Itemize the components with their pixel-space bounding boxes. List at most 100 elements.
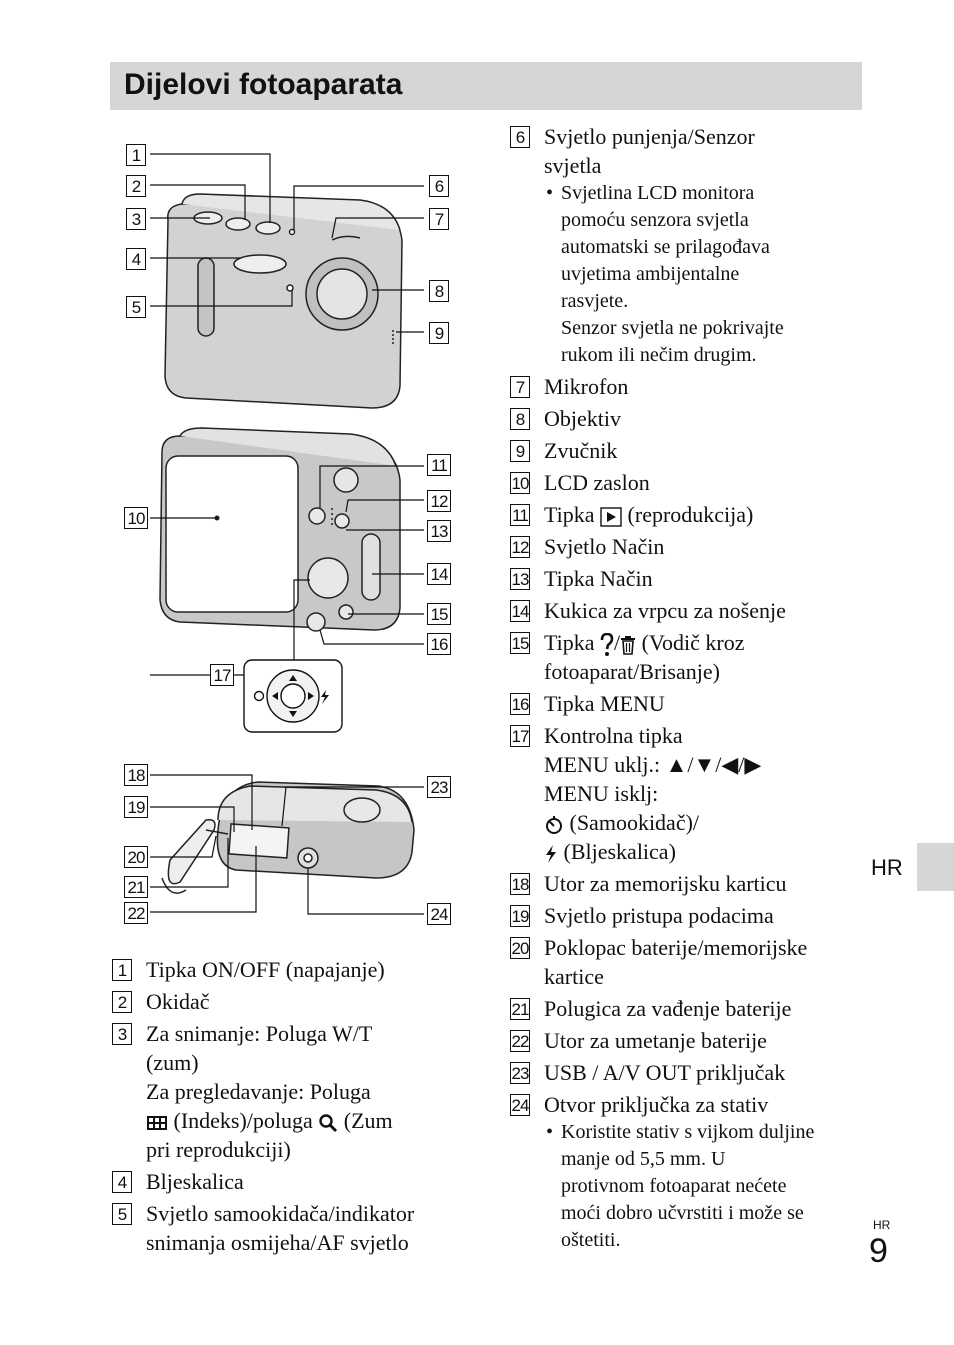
item-number: 17 — [510, 725, 530, 747]
item-text: Bljeskalica — [146, 1169, 244, 1194]
item-text: MENU uklj.: ▲/▼/◀/▶ — [544, 752, 762, 777]
diagram-label-3: 3 — [126, 208, 146, 230]
list-item: 23 USB / A/V OUT priključak — [510, 1058, 870, 1087]
item-number: 16 — [510, 693, 530, 715]
list-item: 11 Tipka (reprodukcija) — [510, 500, 870, 529]
bullet-note: Koristite stativ s vijkom duljine manje … — [544, 1119, 870, 1254]
diagram-label-21: 21 — [124, 876, 148, 898]
diagram-label-9: 9 — [429, 322, 449, 344]
item-text: Svjetlo punjenja/Senzor — [544, 124, 755, 149]
item-number: 15 — [510, 632, 530, 654]
list-item: 17 Kontrolna tipka MENU uklj.: ▲/▼/◀/▶ M… — [510, 721, 870, 866]
item-text: Tipka MENU — [544, 691, 665, 716]
item-text: Okidač — [146, 989, 210, 1014]
question-mark-icon — [600, 632, 614, 656]
language-side-tab — [917, 843, 954, 891]
item-text: (zum) — [146, 1050, 199, 1075]
item-text: Za snimanje: Poluga W/T — [146, 1021, 373, 1046]
item-text: Tipka Način — [544, 566, 653, 591]
list-item: 16 Tipka MENU — [510, 689, 870, 718]
item-number: 5 — [112, 1203, 132, 1225]
control-pad-inset — [243, 659, 343, 733]
diagram-label-22: 22 — [124, 902, 148, 924]
item-number: 20 — [510, 937, 530, 959]
self-timer-icon — [546, 815, 562, 834]
item-text: Kukica za vrpcu za nošenje — [544, 598, 786, 623]
diagram-label-12: 12 — [427, 490, 451, 512]
item-number: 8 — [510, 408, 530, 430]
diagram-label-1: 1 — [126, 144, 146, 166]
item-number: 11 — [510, 504, 530, 526]
item-number: 19 — [510, 905, 530, 927]
list-item: 2 Okidač — [112, 987, 482, 1016]
leader-lines-bottom — [150, 774, 424, 915]
item-text: Zvučnik — [544, 438, 618, 463]
item-number: 12 — [510, 536, 530, 558]
item-text: Utor za memorijsku karticu — [544, 871, 787, 896]
item-text: Svjetlo pristupa podacima — [544, 903, 774, 928]
item-text: snimanja osmijeha/AF svjetlo — [146, 1230, 409, 1255]
diagram-label-6: 6 — [429, 175, 449, 197]
list-item: 6 Svjetlo punjenja/Senzor svjetla Svjetl… — [510, 122, 870, 369]
list-item: 7 Mikrofon — [510, 372, 870, 401]
item-number: 7 — [510, 376, 530, 398]
diagram-label-15: 15 — [427, 603, 451, 625]
item-text: Utor za umetanje baterije — [544, 1028, 767, 1053]
item-text: svjetla — [544, 153, 602, 178]
diagram-label-2: 2 — [126, 175, 146, 197]
item-text-row: (Indeks)/poluga (Zum — [146, 1106, 482, 1135]
item-number: 10 — [510, 472, 530, 494]
list-item: 10 LCD zaslon — [510, 468, 870, 497]
list-item: 21 Polugica za vađenje baterije — [510, 994, 870, 1023]
diagram-label-5: 5 — [126, 296, 146, 318]
list-item: 3 Za snimanje: Poluga W/T (zum) Za pregl… — [112, 1019, 482, 1164]
trash-icon — [621, 635, 636, 655]
index-grid-icon — [147, 1115, 167, 1130]
item-text: fotoaparat/Brisanje) — [544, 659, 720, 684]
leader-lines-front — [150, 153, 424, 333]
item-number: 13 — [510, 568, 530, 590]
leader-lines-back — [150, 465, 424, 660]
camera-illustration — [150, 153, 424, 915]
diagram-label-23: 23 — [427, 776, 451, 798]
list-item: 15 Tipka / (Vodič kroz fotoaparat/Brisan… — [510, 628, 870, 686]
list-item: 22 Utor za umetanje baterije — [510, 1026, 870, 1055]
item-number: 3 — [112, 1023, 132, 1045]
list-item: 19 Svjetlo pristupa podacima — [510, 901, 870, 930]
item-number: 1 — [112, 959, 132, 981]
diagram-label-4: 4 — [126, 248, 146, 270]
diagram-label-17: 17 — [210, 664, 234, 686]
list-item: 18 Utor za memorijsku karticu — [510, 869, 870, 898]
bullet-note: Svjetlina LCD monitora pomoću senzora sv… — [544, 180, 870, 315]
item-text: Svjetlo samookidača/indikator — [146, 1201, 415, 1226]
list-item: 14 Kukica za vrpcu za nošenje — [510, 596, 870, 625]
camera-front-view — [164, 193, 403, 409]
item-text: Svjetlo Način — [544, 534, 665, 559]
diagram-label-10: 10 — [124, 507, 148, 529]
item-number: 18 — [510, 873, 530, 895]
item-text: LCD zaslon — [544, 470, 650, 495]
item-text-row: (Samookidač)/ — [544, 808, 870, 837]
list-item: 8 Objektiv — [510, 404, 870, 433]
diagram-label-20: 20 — [124, 846, 148, 868]
side-language-label: HR — [871, 855, 903, 880]
camera-back-view — [159, 427, 401, 632]
camera-bottom-view — [161, 781, 415, 894]
note-text: Senzor svjetla ne pokrivajte rukom ili n… — [561, 317, 784, 366]
camera-diagrams: 1 2 3 4 5 6 7 8 9 10 11 12 13 14 15 16 1… — [110, 130, 470, 950]
list-item: 9 Zvučnik — [510, 436, 870, 465]
diagram-label-11: 11 — [427, 454, 451, 476]
item-number: 24 — [510, 1094, 530, 1116]
item-number: 4 — [112, 1171, 132, 1193]
item-number: 6 — [510, 126, 530, 148]
diagram-label-19: 19 — [124, 796, 148, 818]
list-item: 24 Otvor priključka za stativ Koristite … — [510, 1090, 870, 1254]
diagram-label-8: 8 — [429, 280, 449, 302]
page-title: Dijelovi fotoaparata — [124, 68, 403, 101]
item-text: Tipka ON/OFF (napajanje) — [146, 957, 385, 982]
diagram-label-13: 13 — [427, 520, 451, 542]
diagram-label-16: 16 — [427, 633, 451, 655]
diagram-label-24: 24 — [427, 903, 451, 925]
list-item: 1 Tipka ON/OFF (napajanje) — [112, 955, 482, 984]
item-text: MENU isklj: — [544, 781, 659, 806]
